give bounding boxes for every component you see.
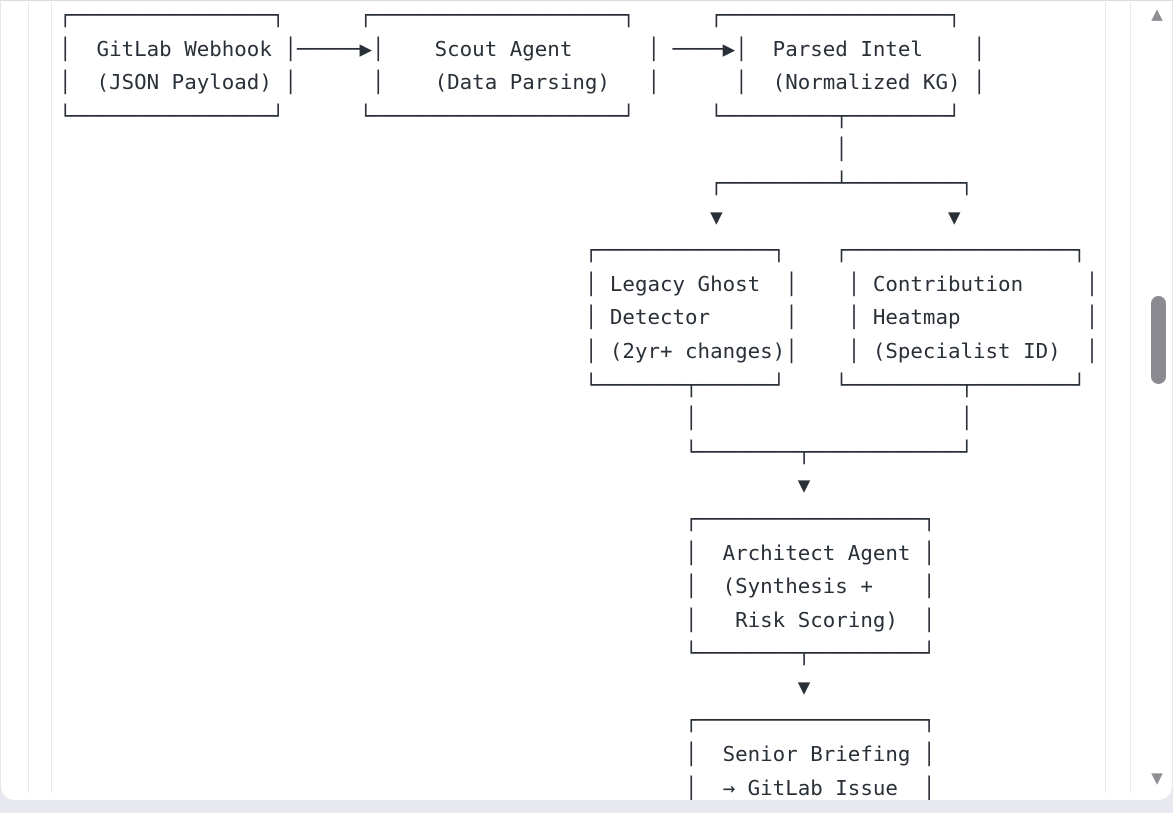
gutter-line-left-inner: [28, 2, 29, 793]
scrollbar-thumb[interactable]: [1151, 296, 1166, 384]
scroll-up-arrow-icon[interactable]: ▲: [1151, 5, 1163, 23]
gutter-line-right-inner: [1105, 2, 1106, 793]
gutter-line-left-outer: [51, 2, 52, 793]
scroll-down-arrow-icon[interactable]: ▼: [1151, 769, 1163, 787]
ascii-flowchart: ┌────────────────┐ ┌────────────────────…: [59, 3, 1099, 800]
gutter-line-right-outer: [1130, 2, 1131, 793]
